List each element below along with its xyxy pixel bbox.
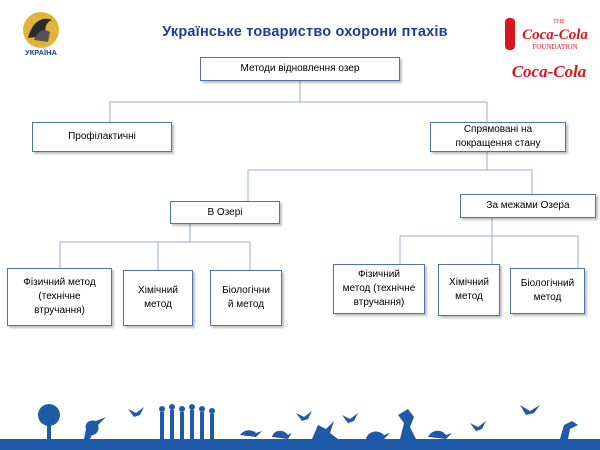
tree-icon <box>38 404 60 439</box>
node-in-physical-method: Фізичний метод (технічне втручання) <box>7 268 112 326</box>
node-outside-lake: За межами Озера <box>460 194 596 218</box>
flying-bird-icon-5 <box>520 405 540 415</box>
node-improvement: Спрямовані на покращення стану <box>430 122 566 152</box>
flying-bird-icon-4 <box>470 421 486 431</box>
coca-cola-foundation-logo: THE Coca-Cola FOUNDATION Coca-Cola <box>505 18 588 81</box>
logo-foundation-text: FOUNDATION <box>532 43 577 51</box>
node-out-physical-method: Фізичний метод (технічне втручання) <box>333 264 425 314</box>
small-bird-icon <box>240 430 262 437</box>
logo-country-text: УКРАЇНА <box>25 48 57 57</box>
node-preventive: Профілактичні <box>32 122 172 152</box>
node-in-biological-method: Біологічни й метод <box>210 270 282 326</box>
heron-icon <box>84 417 106 439</box>
ukraine-bird-society-logo: УКРАЇНА <box>23 12 59 57</box>
bird-icon <box>428 430 452 439</box>
node-root: Методи відновлення озер <box>200 57 400 81</box>
duck-icon <box>272 430 292 439</box>
footer-silhouettes <box>0 404 600 450</box>
goose-icon <box>366 431 390 439</box>
people-group-icon <box>159 404 215 439</box>
tree-connectors <box>59 81 579 270</box>
logo-the-text: THE <box>553 19 565 25</box>
runner-icon <box>398 409 416 439</box>
logo-coca-cola-text: Coca-Cola <box>522 27 588 43</box>
flying-bird-icon-2 <box>296 411 312 421</box>
node-in-chemical-method: Хімічний метод <box>123 270 193 326</box>
node-out-chemical-method: Хімічний метод <box>438 264 500 316</box>
node-in-lake: В Озері <box>170 201 280 224</box>
gymnast-icon <box>312 421 338 439</box>
node-out-biological-method: Біологічний метод <box>510 268 585 314</box>
flying-bird-icon-3 <box>342 413 358 423</box>
coca-cola-wordmark: Coca-Cola <box>512 62 587 81</box>
wading-bird-icon <box>560 421 578 439</box>
flying-bird-icon <box>128 407 144 417</box>
page-title: Українське товариство охорони птахів <box>162 24 448 40</box>
